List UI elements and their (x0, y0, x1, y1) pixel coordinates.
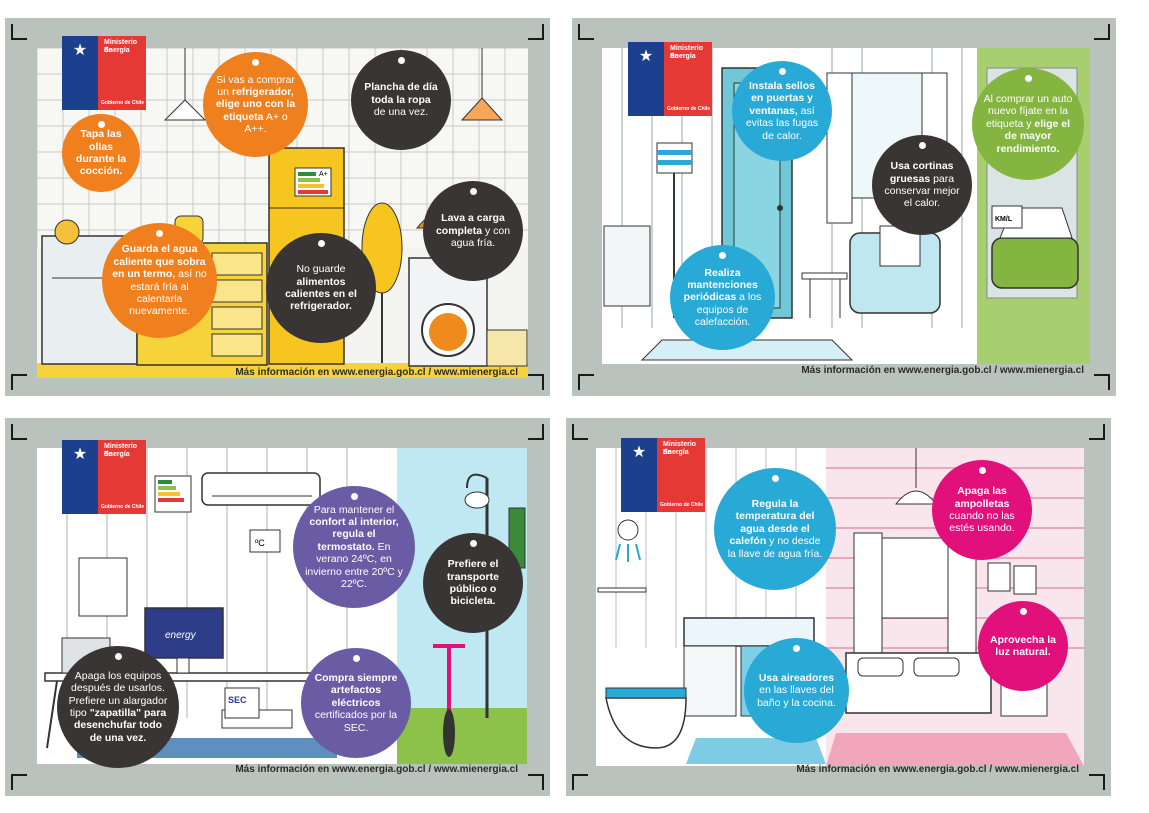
star-icon: ★ (72, 42, 88, 59)
logo-subtitle: Gobierno de Chile (101, 100, 145, 106)
logo-subtitle: Gobierno de Chile (660, 502, 704, 508)
energy-star-label: energy (165, 630, 197, 641)
footer-more-info: Más información en www.energia.gob.cl / … (801, 365, 1084, 376)
logo-title-2: Energía (104, 47, 130, 54)
bubble-car-efficiency: Al comprar un auto nuevo fíjate en la et… (972, 68, 1084, 180)
star-icon: ★ (638, 48, 654, 65)
crop-mark (528, 774, 544, 790)
bubble-aerators: Usa aireadores en las llaves del baño y … (744, 638, 849, 743)
bubble-public-transport: Prefiere el transporte público o bicicle… (423, 533, 523, 633)
logo-title-2: Energía (104, 451, 130, 458)
crop-mark (11, 424, 27, 440)
fridge-energy-label: A+ (319, 171, 328, 178)
crop-mark (1094, 24, 1110, 40)
logo-title-2: Energía (663, 449, 689, 456)
logo-subtitle: Gobierno de Chile (667, 106, 711, 112)
bubble-natural-light: Aprovecha la luz natural. (978, 601, 1068, 691)
logo-title-1: Ministerio de (104, 443, 138, 458)
crop-mark (572, 774, 588, 790)
bubble-thermostat: Para mantener el confort al interior, re… (293, 486, 415, 608)
bubble-thermos: Guarda el agua caliente que sobra en un … (102, 223, 217, 338)
bubble-fridge-label: Si vas a comprar un refrigerador, elige … (203, 52, 308, 157)
bubble-water-temperature: Regula la temperatura del agua desde el … (714, 468, 836, 590)
footer-more-info: Más información en www.energia.gob.cl / … (235, 764, 518, 775)
crop-mark (1094, 374, 1110, 390)
star-icon: ★ (72, 446, 88, 463)
bubble-heating-maintenance: Realiza mantenciones periódicas a los eq… (670, 245, 775, 350)
crop-mark (528, 424, 544, 440)
logo-title-1: Ministerio de (104, 39, 138, 54)
crop-mark (572, 424, 588, 440)
card-office: ºC energy SEC (5, 418, 550, 796)
crop-mark (528, 24, 544, 40)
bubble-door-seals: Instala sellos en puertas y ventanas, as… (732, 61, 832, 161)
bubble-thick-curtains: Usa cortinas gruesas para conservar mejo… (872, 135, 972, 235)
logo-title-1: Ministerio de (663, 441, 697, 456)
crop-mark (11, 774, 27, 790)
crop-mark (1089, 774, 1105, 790)
crop-mark (578, 374, 594, 390)
bubble-ironing: Plancha de día toda la ropa de una vez. (351, 50, 451, 150)
crop-mark (1089, 424, 1105, 440)
logo-title-2: Energía (670, 53, 696, 60)
logo-subtitle: Gobierno de Chile (101, 504, 145, 510)
crop-mark (11, 24, 27, 40)
crop-mark (11, 374, 27, 390)
bubble-power-strip: Apaga los equipos después de usarlos. Pr… (57, 646, 179, 768)
crop-mark (578, 24, 594, 40)
bubble-hot-food: No guarde alimentos calientes en el refr… (266, 233, 376, 343)
bubble-full-load: Lava a carga completa y con agua fría. (423, 181, 523, 281)
sec-certification-label: SEC (228, 695, 247, 705)
crop-mark (528, 374, 544, 390)
car-efficiency-label: KM/L (995, 216, 1013, 223)
logo-title-1: Ministerio de (670, 45, 704, 60)
thermostat-label: ºC (255, 538, 265, 548)
footer-more-info: Más información en www.energia.gob.cl / … (235, 367, 518, 378)
star-icon: ★ (631, 444, 647, 461)
bubble-sec-certified: Compra siempre artefactos eléctricos cer… (301, 648, 411, 758)
bubble-turn-off-lights: Apaga las ampolletas cuando no las estés… (932, 460, 1032, 560)
footer-more-info: Más información en www.energia.gob.cl / … (796, 764, 1079, 775)
bubble-cover-pots: Tapa las ollas durante la cocción. (62, 114, 140, 192)
